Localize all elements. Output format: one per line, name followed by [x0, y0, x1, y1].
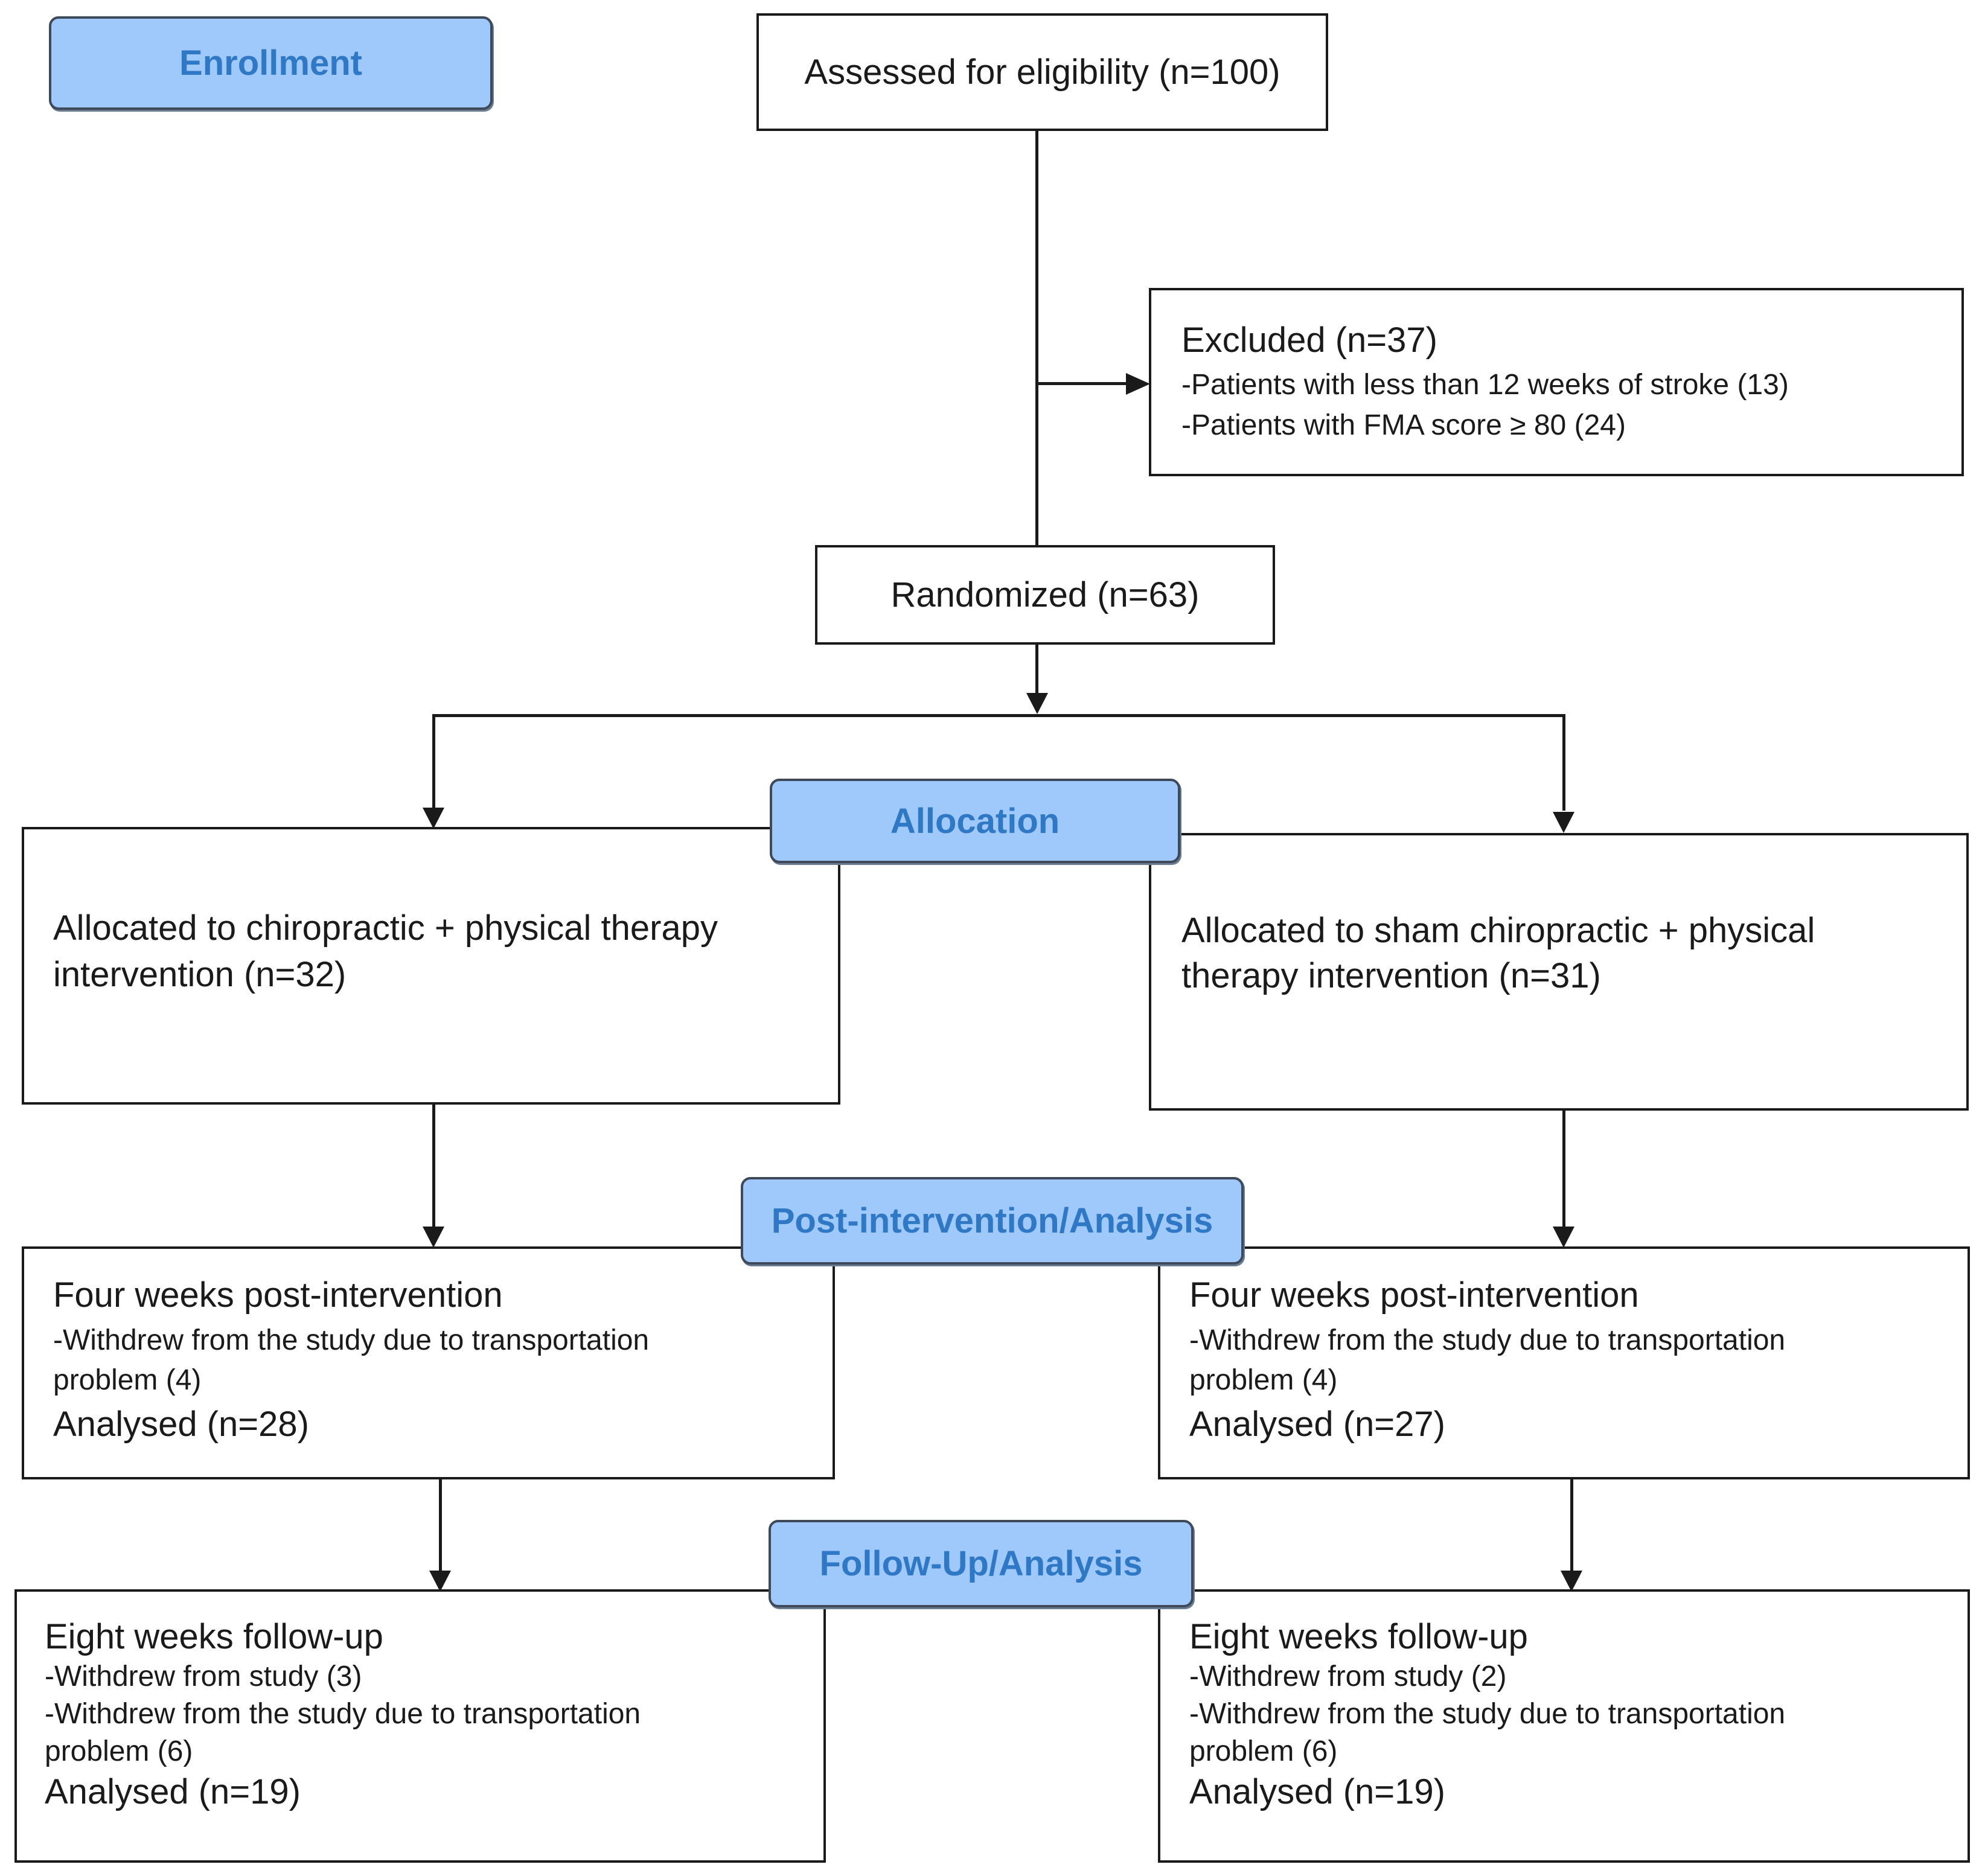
post-left-item: problem (4): [53, 1364, 202, 1397]
arrowhead-right-alloc: [1553, 812, 1574, 833]
post-left-analysed: Analysed (n=28): [53, 1404, 309, 1444]
followup-left-item: problem (6): [45, 1735, 193, 1768]
arrowhead-left-follow: [429, 1571, 451, 1592]
stage-post-intervention: Post-intervention/Analysis: [741, 1177, 1244, 1265]
allocated-right-line: Allocated to sham chiropractic + physica…: [1181, 911, 1815, 950]
excluded-item: -Patients with FMA score ≥ 80 (24): [1181, 409, 1626, 442]
post-left-title: Four weeks post-intervention: [53, 1275, 503, 1315]
connector-split-horizontal: [432, 714, 1565, 717]
connector-right-alloc-post: [1562, 1109, 1565, 1233]
excluded-item: -Patients with less than 12 weeks of str…: [1181, 369, 1789, 401]
connector-left-alloc-post: [432, 1103, 435, 1233]
followup-left-analysed: Analysed (n=19): [45, 1772, 301, 1811]
followup-left-item: -Withdrew from study (3): [45, 1660, 362, 1693]
followup-left-title: Eight weeks follow-up: [45, 1617, 383, 1656]
followup-left-item: -Withdrew from the study due to transpor…: [45, 1697, 641, 1730]
followup-right-item: problem (6): [1189, 1735, 1338, 1768]
stage-followup: Follow-Up/Analysis: [769, 1520, 1194, 1607]
connector-split-left: [432, 714, 435, 811]
post-right-item: problem (4): [1189, 1364, 1338, 1397]
arrowhead-excluded: [1126, 373, 1150, 395]
connector-randomized-down: [1035, 645, 1038, 705]
assessed-label: Assessed for eligibility (n=100): [804, 53, 1280, 92]
randomized-box: Randomized (n=63): [815, 545, 1275, 645]
allocated-right-box: Allocated to sham chiropractic + physica…: [1149, 833, 1969, 1111]
allocated-left-line: Allocated to chiropractic + physical the…: [53, 908, 718, 948]
stage-allocation: Allocation: [770, 779, 1180, 863]
assessed-box: Assessed for eligibility (n=100): [756, 13, 1328, 131]
connector-to-excluded: [1035, 382, 1126, 385]
followup-right-analysed: Analysed (n=19): [1189, 1772, 1445, 1811]
arrowhead-right-post: [1553, 1227, 1574, 1248]
post-right-analysed: Analysed (n=27): [1189, 1404, 1445, 1444]
connector-assessed-randomized: [1035, 130, 1038, 546]
excluded-title: Excluded (n=37): [1181, 321, 1437, 360]
excluded-box: Excluded (n=37) -Patients with less than…: [1149, 288, 1964, 476]
arrowhead-left-post: [423, 1227, 444, 1248]
arrowhead-randomized-down: [1026, 693, 1048, 714]
connector-left-post-follow: [439, 1478, 442, 1581]
post-right-title: Four weeks post-intervention: [1189, 1275, 1639, 1315]
followup-right-item: -Withdrew from study (2): [1189, 1660, 1507, 1693]
post-right-item: -Withdrew from the study due to transpor…: [1189, 1324, 1786, 1357]
allocated-left-box: Allocated to chiropractic + physical the…: [22, 827, 840, 1105]
arrowhead-left-alloc: [423, 808, 444, 829]
allocated-left-line: intervention (n=32): [53, 955, 347, 995]
followup-right-item: -Withdrew from the study due to transpor…: [1189, 1697, 1786, 1730]
post-right-box: Four weeks post-intervention -Withdrew f…: [1158, 1246, 1970, 1479]
allocated-right-line: therapy intervention (n=31): [1181, 956, 1601, 996]
post-left-item: -Withdrew from the study due to transpor…: [53, 1324, 650, 1357]
randomized-label: Randomized (n=63): [890, 575, 1200, 614]
connector-right-post-follow: [1570, 1478, 1573, 1581]
followup-left-box: Eight weeks follow-up -Withdrew from stu…: [14, 1589, 826, 1863]
connector-split-right: [1562, 714, 1565, 811]
post-left-box: Four weeks post-intervention -Withdrew f…: [22, 1246, 835, 1479]
arrowhead-right-follow: [1561, 1571, 1582, 1592]
stage-enrollment: Enrollment: [49, 16, 493, 110]
followup-right-title: Eight weeks follow-up: [1189, 1617, 1528, 1656]
followup-right-box: Eight weeks follow-up -Withdrew from stu…: [1158, 1589, 1970, 1863]
